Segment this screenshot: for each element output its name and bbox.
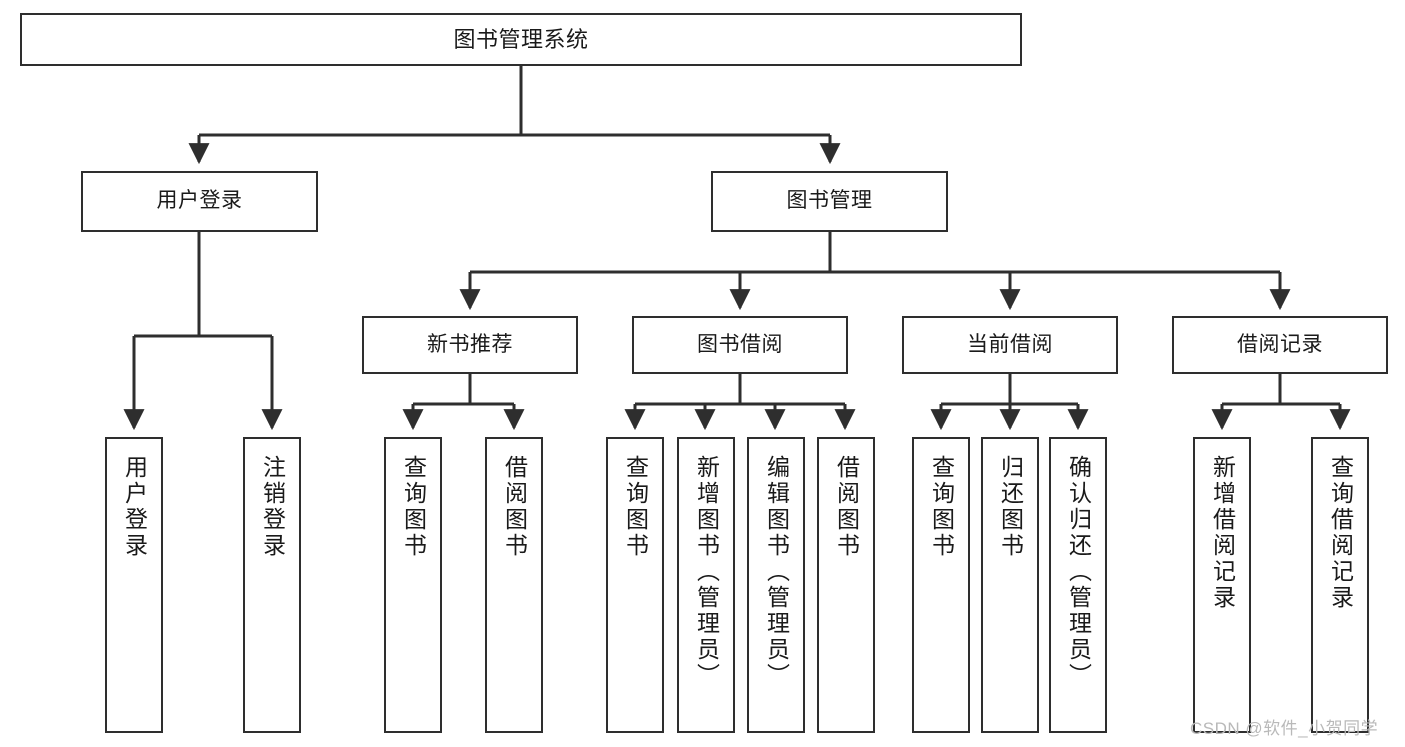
node-leaf-return-book[interactable]: 归还图书 [981,437,1039,733]
node-new-book-recommend[interactable]: 新书推荐 [362,316,578,374]
node-borrow-record-label: 借阅记录 [1237,332,1323,356]
node-book-borrow[interactable]: 图书借阅 [632,316,848,374]
node-leaf-add-borrow-record[interactable]: 新增借阅记录 [1193,437,1251,733]
node-leaf-query-book-borrow[interactable]: 查询图书 [606,437,664,733]
node-leaf-add-book-admin[interactable]: 新增图书（管理员） [677,437,735,733]
node-leaf-user-login-label: 用户登录 [121,455,148,559]
node-root-label: 图书管理系统 [453,26,589,52]
node-leaf-borrow-book-borrow-label: 借阅图书 [833,455,860,559]
node-user-login-label: 用户登录 [156,189,243,213]
node-current-borrow[interactable]: 当前借阅 [902,316,1118,374]
node-leaf-borrow-book-newbook-label: 借阅图书 [501,455,528,559]
node-current-borrow-label: 当前借阅 [967,332,1053,356]
node-leaf-logout[interactable]: 注销登录 [243,437,301,733]
node-book-management-label: 图书管理 [786,189,873,213]
node-leaf-query-book-current[interactable]: 查询图书 [912,437,970,733]
node-new-book-recommend-label: 新书推荐 [427,332,513,356]
node-leaf-query-book-newbook[interactable]: 查询图书 [384,437,442,733]
node-leaf-query-book-current-label: 查询图书 [928,455,955,559]
node-leaf-user-login[interactable]: 用户登录 [105,437,163,733]
node-book-management[interactable]: 图书管理 [711,171,948,232]
node-leaf-query-borrow-record-label: 查询借阅记录 [1327,455,1354,611]
node-leaf-borrow-book-borrow[interactable]: 借阅图书 [817,437,875,733]
node-leaf-query-borrow-record[interactable]: 查询借阅记录 [1311,437,1369,733]
node-leaf-confirm-return-admin[interactable]: 确认归还（管理员） [1049,437,1107,733]
node-leaf-edit-book-admin-label: 编辑图书（管理员） [763,455,790,689]
node-user-login[interactable]: 用户登录 [81,171,318,232]
node-leaf-query-book-newbook-label: 查询图书 [400,455,427,559]
node-borrow-record[interactable]: 借阅记录 [1172,316,1388,374]
node-leaf-add-book-admin-label: 新增图书（管理员） [693,455,720,689]
node-leaf-query-book-borrow-label: 查询图书 [622,455,649,559]
node-leaf-return-book-label: 归还图书 [997,455,1024,559]
watermark-text: CSDN @软件_小贺同学 [1190,719,1379,738]
node-leaf-logout-label: 注销登录 [259,455,286,559]
node-leaf-borrow-book-newbook[interactable]: 借阅图书 [485,437,543,733]
node-leaf-confirm-return-admin-label: 确认归还（管理员） [1065,455,1092,689]
node-book-borrow-label: 图书借阅 [697,332,783,356]
node-leaf-add-borrow-record-label: 新增借阅记录 [1209,455,1236,611]
node-root[interactable]: 图书管理系统 [20,13,1022,66]
node-leaf-edit-book-admin[interactable]: 编辑图书（管理员） [747,437,805,733]
